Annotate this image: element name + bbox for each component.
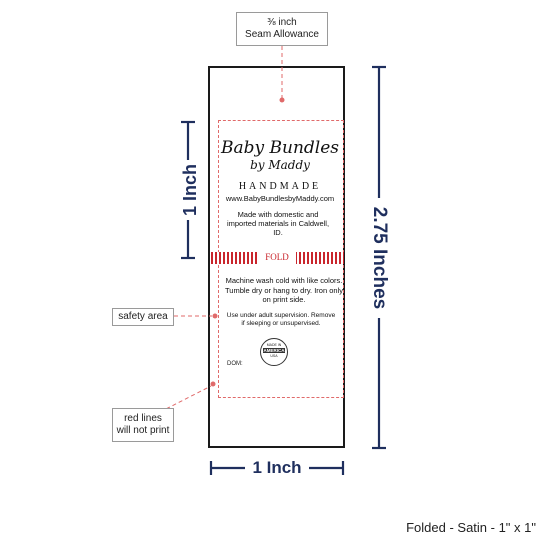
product-caption: Folded - Satin - 1" x 1" (406, 520, 536, 535)
seal-bottom-text: USA (270, 354, 278, 358)
height-total-dimension: 2.75 Inches (368, 198, 390, 318)
supervision-warning: Use under adult supervision. Remove if s… (226, 312, 336, 327)
fold-label: FOLD (265, 252, 289, 262)
safety-area-text: safety area (118, 311, 168, 322)
safety-pointer-dot (212, 313, 218, 319)
red-lines-callout: red lines will not print (112, 408, 174, 442)
seam-allowance-line1: ⅜ inch (267, 17, 297, 28)
red-lines-line1: red lines (124, 413, 162, 424)
origin-text: Made with domestic and imported material… (226, 210, 330, 237)
handmade-text: HANDMADE (238, 181, 322, 192)
website-text: www.BabyBundlesbyMaddy.com (225, 194, 335, 203)
width-dimension: 1 Inch (245, 458, 309, 478)
seal-top-text: MADE IN (266, 343, 282, 347)
seam-pointer-dot (279, 97, 285, 103)
red-lines-line2: will not print (116, 425, 170, 436)
redlines-pointer-dot (210, 381, 216, 387)
dom-text: DOM: (227, 361, 243, 367)
height-fold-dimension: 1 Inch (180, 160, 200, 220)
brand-name: Baby Bundles (220, 138, 339, 158)
seam-allowance-line2: Seam Allowance (245, 29, 319, 40)
made-in-america-seal: MADE IN AMERICA USA (260, 338, 288, 366)
seam-allowance-callout: ⅜ inch Seam Allowance (236, 12, 328, 46)
brand-byline: by Maddy (250, 158, 310, 172)
safety-area-callout: safety area (112, 308, 174, 326)
seal-mid-text: AMERICA (263, 348, 285, 353)
care-instructions: Machine wash cold with like colors. Tumb… (225, 276, 343, 304)
fold-label-bg (258, 251, 296, 265)
